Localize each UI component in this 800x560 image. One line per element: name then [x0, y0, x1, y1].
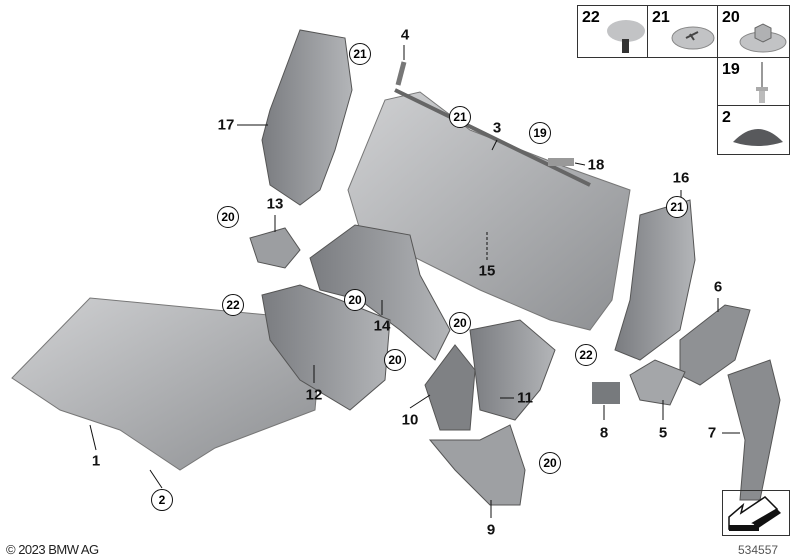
callout-12[interactable]: 12	[305, 386, 323, 404]
direction-arrow-icon	[728, 496, 781, 531]
callout-9[interactable]: 9	[486, 521, 496, 539]
legend-item-19[interactable]: 19	[717, 57, 790, 106]
part-9[interactable]	[428, 424, 526, 506]
circled-callout-22[interactable]: 22	[575, 344, 597, 366]
circled-callout-20[interactable]: 20	[539, 452, 561, 474]
callout-18[interactable]: 18	[587, 156, 605, 174]
part-5[interactable]	[629, 359, 686, 406]
legend-number: 20	[722, 9, 740, 26]
part-7[interactable]	[727, 359, 781, 501]
legend-item-2[interactable]: 2	[717, 105, 790, 155]
callout-8[interactable]: 8	[599, 424, 609, 442]
part-17-sound-insulation[interactable]	[261, 29, 353, 206]
part-11[interactable]	[469, 319, 556, 421]
part-10[interactable]	[424, 344, 476, 431]
legend-number: 19	[722, 61, 740, 78]
callout-3[interactable]: 3	[492, 119, 502, 137]
part-18[interactable]	[548, 158, 574, 166]
callout-13[interactable]: 13	[266, 195, 284, 213]
part-8[interactable]	[592, 382, 620, 404]
circled-callout-20[interactable]: 20	[217, 206, 239, 228]
callout-1[interactable]: 1	[91, 452, 101, 470]
part-12-insulation[interactable]	[261, 284, 391, 411]
view-direction-button[interactable]	[722, 490, 790, 536]
callout-10[interactable]: 10	[401, 411, 419, 429]
part-16-insulation[interactable]	[614, 199, 696, 361]
callout-5[interactable]: 5	[658, 424, 668, 442]
legend-item-20[interactable]: 20	[717, 5, 790, 58]
callout-11[interactable]: 11	[517, 389, 533, 407]
legend-item-21[interactable]: 21	[647, 5, 718, 58]
circled-callout-22[interactable]: 22	[222, 294, 244, 316]
circled-callout-21[interactable]: 21	[449, 106, 471, 128]
circled-callout-20[interactable]: 20	[344, 289, 366, 311]
part-1-insulation-panel[interactable]	[11, 297, 321, 471]
legend-number: 21	[652, 9, 670, 26]
plug-cap-icon	[733, 129, 783, 146]
expanding-rivet-icon	[607, 20, 645, 53]
circled-callout-21[interactable]: 21	[666, 196, 688, 218]
callout-14[interactable]: 14	[373, 317, 391, 335]
rivet-icon	[756, 62, 768, 103]
callout-4[interactable]: 4	[400, 26, 410, 44]
circled-callout-20[interactable]: 20	[449, 312, 471, 334]
image-id: 534557	[738, 543, 779, 557]
legend-number: 2	[722, 109, 731, 126]
copyright-text: © 2023 BMW AG	[6, 542, 99, 557]
circled-callout-21[interactable]: 21	[349, 43, 371, 65]
callout-15[interactable]: 15	[478, 262, 496, 280]
part-13[interactable]	[249, 227, 301, 269]
part-14-insulation[interactable]	[309, 224, 451, 361]
callout-7[interactable]: 7	[707, 424, 717, 442]
legend-number: 22	[582, 9, 600, 26]
screw-clip-icon	[671, 26, 715, 50]
callout-16[interactable]: 16	[672, 169, 690, 187]
legend-item-22[interactable]: 22	[577, 5, 648, 58]
circled-callout-2[interactable]: 2	[151, 489, 173, 511]
callout-6[interactable]: 6	[713, 278, 723, 296]
circled-callout-20[interactable]: 20	[384, 349, 406, 371]
part-4[interactable]	[395, 61, 407, 86]
part-3-seal-strip[interactable]	[394, 88, 591, 187]
callout-17[interactable]: 17	[217, 116, 235, 134]
circled-callout-19[interactable]: 19	[529, 122, 551, 144]
hex-nut-washer-icon	[739, 23, 787, 53]
leader-lines	[89, 45, 740, 518]
